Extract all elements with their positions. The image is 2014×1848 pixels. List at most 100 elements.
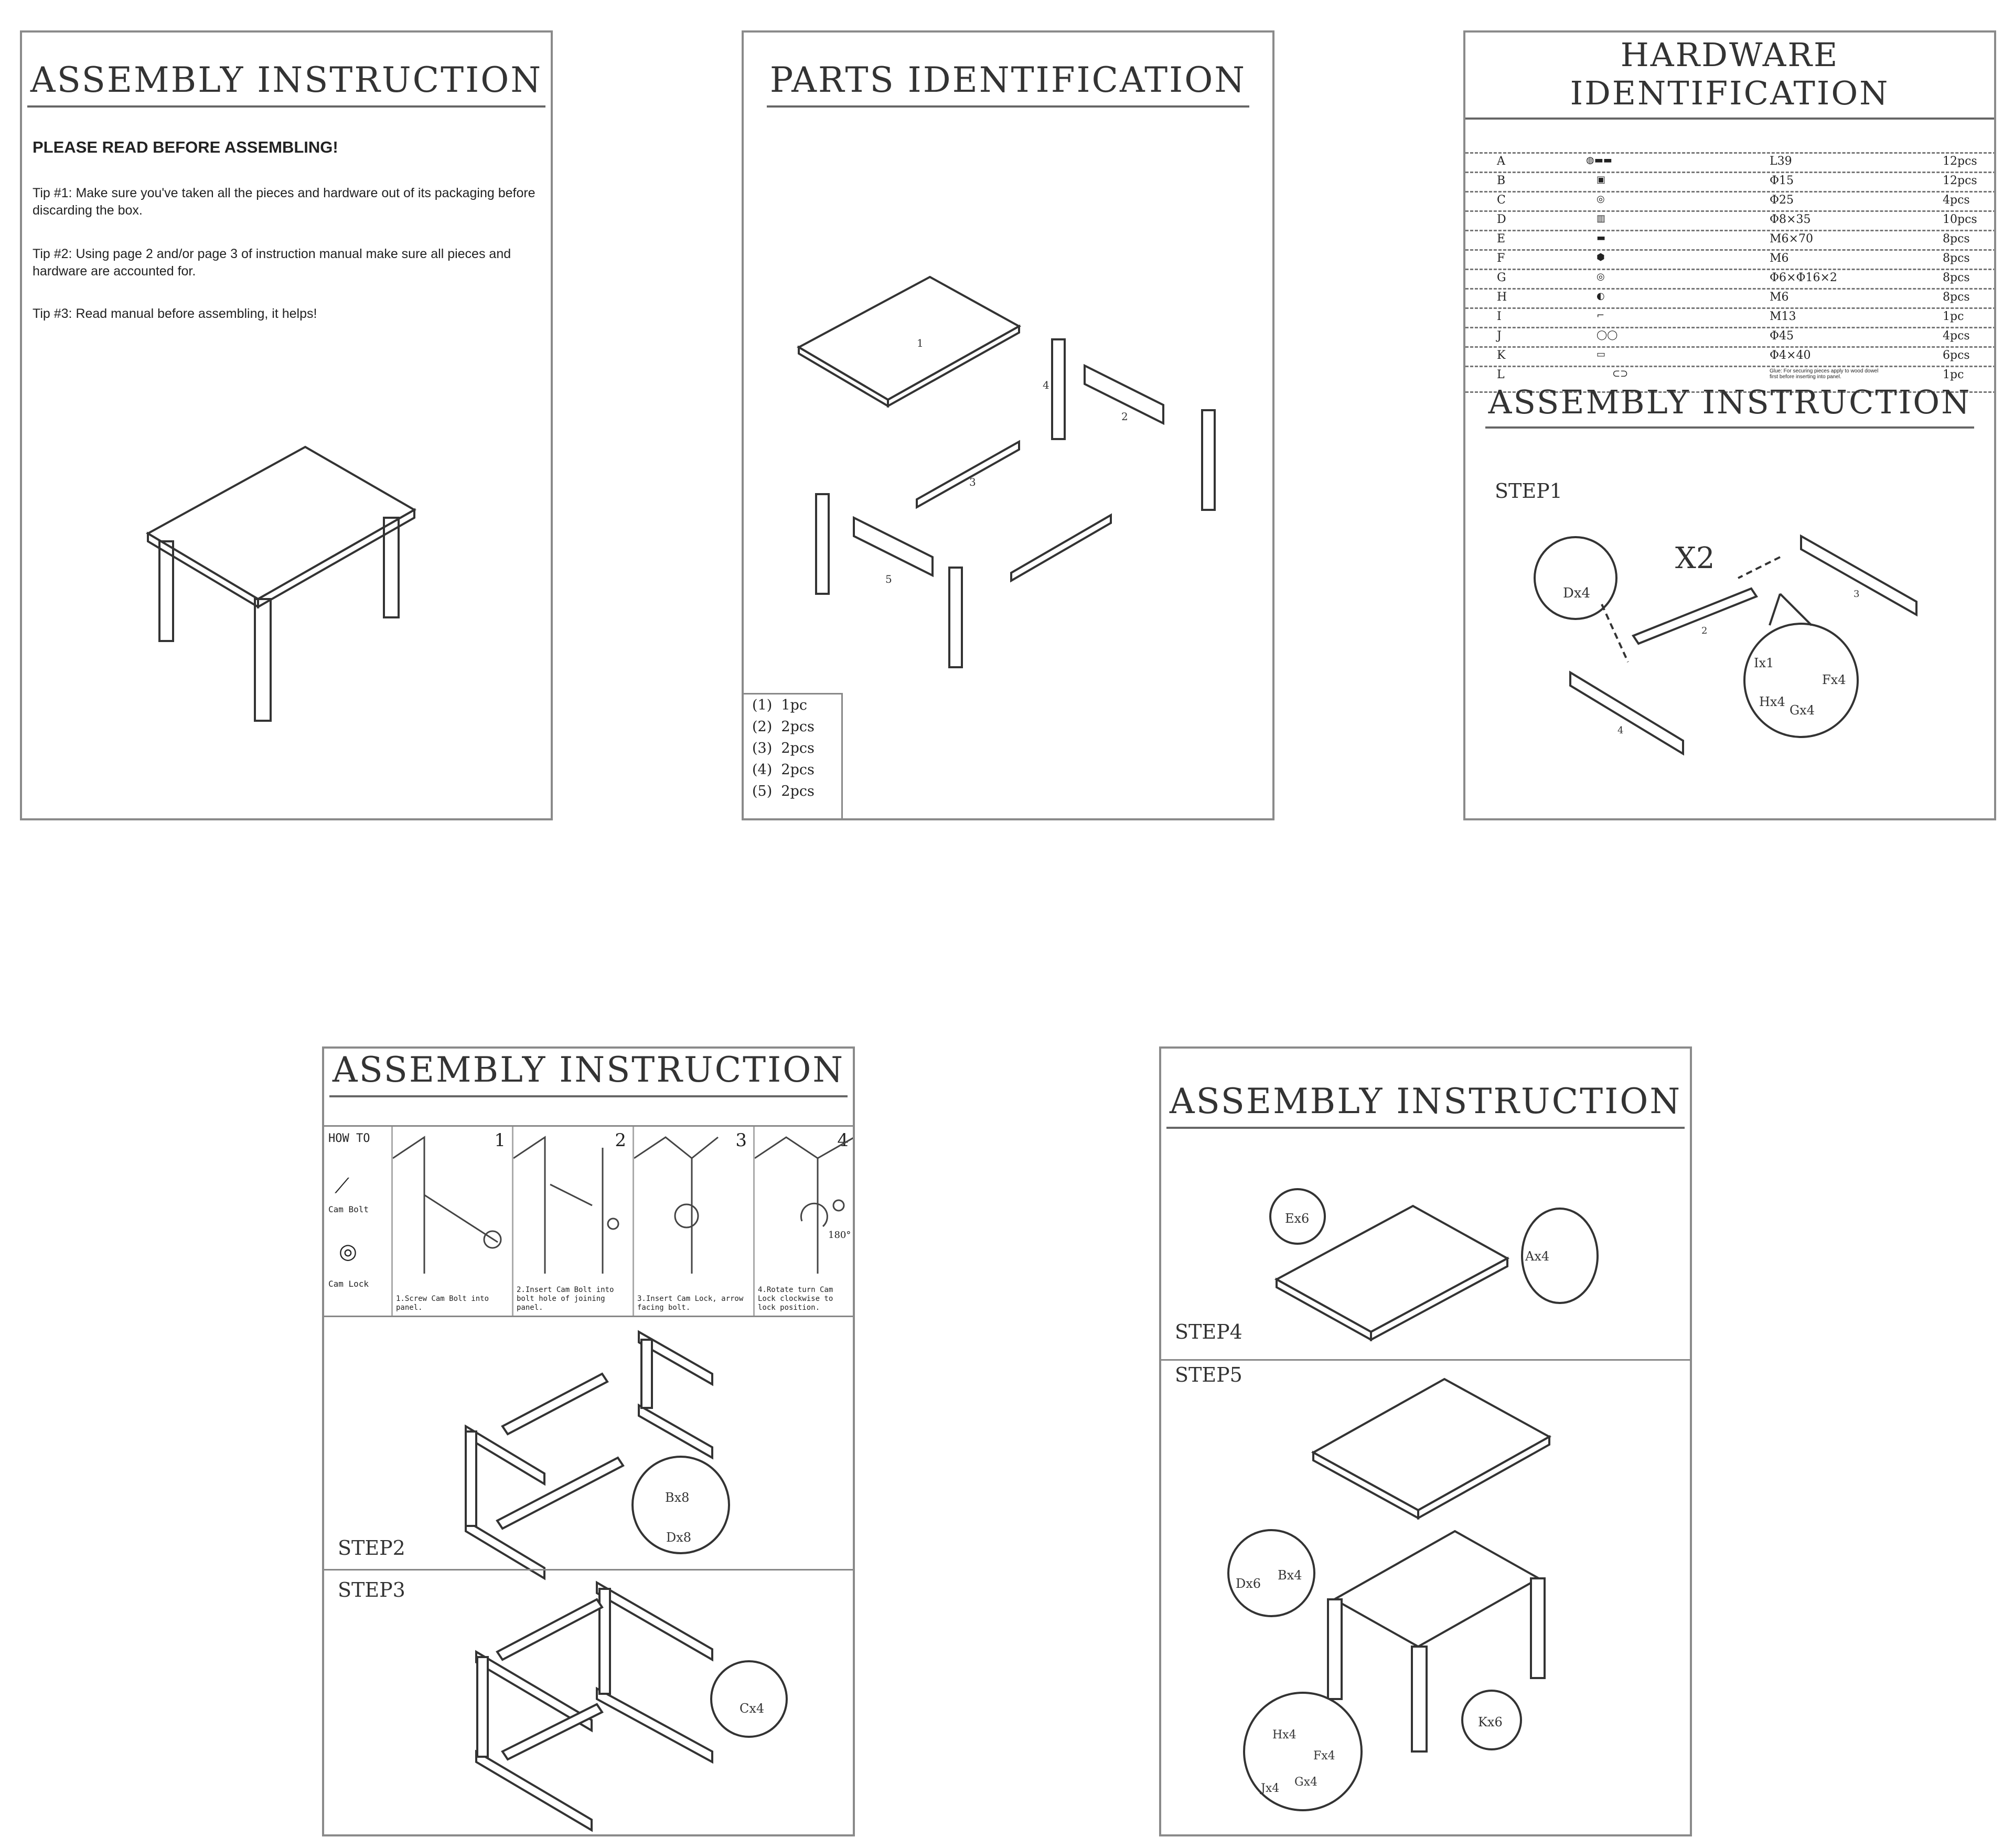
page-title: ASSEMBLY INSTRUCTION [324,1050,853,1097]
wood-dowel-icon: ▥ [1597,213,1606,224]
leg-part [1201,409,1216,511]
callout-circle [1461,1690,1522,1750]
step2-label: STEP2 [338,1536,405,1559]
legend-row: (5) 2pcs [752,783,815,799]
cam-lock-icon: ◎ [339,1240,357,1264]
howto-step: 4 180° 4.Rotate turn Cam Lock clockwise … [753,1127,853,1316]
assembled-table-illustration [145,445,417,722]
tip-2: Tip #2: Using page 2 and/or page 3 of in… [33,247,511,279]
callout-label: Hx4 [1759,695,1785,709]
callout-circle [1243,1692,1363,1811]
leg-part [948,567,963,668]
rotate-cam-lock-illustration [755,1136,853,1274]
callout-circle [631,1456,730,1554]
hardware-row: L⊂⊃Glue: For securing pieces apply to wo… [1465,366,1994,393]
part-label: 3 [1854,589,1860,600]
parts-exploded-illustration [796,275,1216,668]
callout-label: Ex6 [1285,1211,1310,1226]
part-label: 2 [1701,625,1708,636]
callout-circle [1521,1208,1599,1304]
callout-circle [1534,536,1617,620]
callout-label: Ix1 [1754,656,1774,670]
page-assembly-steps-2-3: ASSEMBLY INSTRUCTION HOW TO ⟋ Cam Bolt ◎… [322,1046,855,1836]
insert-cam-lock-illustration [634,1136,719,1274]
callout-circle [1743,623,1859,738]
howto-step: 3 3.Insert Cam Lock, arrow facing bolt. [633,1127,753,1316]
page-title: ASSEMBLY INSTRUCTION [1161,1081,1690,1129]
apron-part [1084,364,1164,425]
spring-washer-icon: ◐ [1597,291,1605,302]
leg-part [1051,338,1066,440]
leg-part [815,493,830,595]
callout-label: Fx4 [1313,1749,1335,1762]
callout-label: Fx4 [1822,672,1846,687]
callout-label: Dx4 [1563,585,1591,601]
page-title: PARTS IDENTIFICATION [744,60,1272,108]
cam-lock-icon: ▣ [1597,174,1606,185]
part-label: 5 [885,573,892,585]
step5-illustration [1227,1377,1552,1811]
callout-circle [710,1660,788,1738]
allen-key-icon: ⌐ [1597,310,1605,321]
step4-illustration [1269,1188,1599,1342]
glue-tube-icon: ⊂⊃ [1612,368,1629,379]
callout-label: Hx4 [1272,1728,1297,1742]
howto-step: 1 1.Screw Cam Bolt into panel. [391,1127,512,1316]
callout-label: Gx4 [1790,703,1815,718]
nut-icon: ⬢ [1597,252,1605,263]
callout-label: Jx4 [1261,1782,1280,1795]
rail-part [1010,513,1112,583]
step1-illustration [1534,534,1917,756]
page-cover-instructions: ASSEMBLY INSTRUCTION PLEASE READ BEFORE … [20,30,553,820]
callout-label: Kx6 [1478,1715,1503,1729]
tip-1: Tip #1: Make sure you've taken all the p… [33,186,535,218]
howto-legend-cell: HOW TO ⟋ Cam Bolt ◎ Cam Lock [328,1132,370,1289]
callout-circle [1269,1188,1326,1245]
step-divider [1161,1359,1690,1361]
legend-row: (4) 2pcs [752,762,815,778]
cam-icon: ◎ [1597,194,1605,205]
part-label: 1 [917,337,924,349]
legend-row: (2) 2pcs [752,719,815,735]
screw-icon: ▭ [1597,349,1606,360]
part-label: 4 [1043,379,1049,391]
callout-label: Dx6 [1236,1576,1261,1591]
apron-part [853,516,934,578]
step1-label: STEP1 [1495,479,1562,503]
cam-bolt-icon: ⟋ [335,1174,349,1198]
part-label: 3 [969,476,976,488]
washer-icon: ◎ [1597,271,1605,282]
step5-label: STEP5 [1175,1363,1242,1386]
callout-label: Gx4 [1294,1776,1317,1789]
callout-circle [1227,1529,1315,1617]
insert-bolt-illustration [513,1136,619,1274]
bolt-icon: ▬ [1597,232,1606,243]
screw-bolt-illustration [393,1136,502,1274]
step4-label: STEP4 [1175,1320,1242,1343]
callout-label: Bx4 [1278,1568,1302,1583]
callout-label: Cx4 [740,1701,765,1716]
legend-row: (1) 1pc [752,697,808,713]
dowel-icon: ◍▬▬ [1586,155,1612,166]
step-divider [324,1569,853,1571]
step3-illustration [475,1580,788,1832]
step3-label: STEP3 [338,1578,405,1601]
parts-quantity-legend: (1) 1pc (2) 2pcs (3) 2pcs (4) 2pcs (5) 2… [744,693,843,818]
page-title: ASSEMBLY INSTRUCTION [22,60,551,108]
read-first-heading: PLEASE READ BEFORE ASSEMBLING! [33,138,338,156]
glide-icon: ◯◯ [1597,329,1618,340]
callout-label: Dx8 [666,1530,692,1545]
part-label: 4 [1617,725,1624,736]
